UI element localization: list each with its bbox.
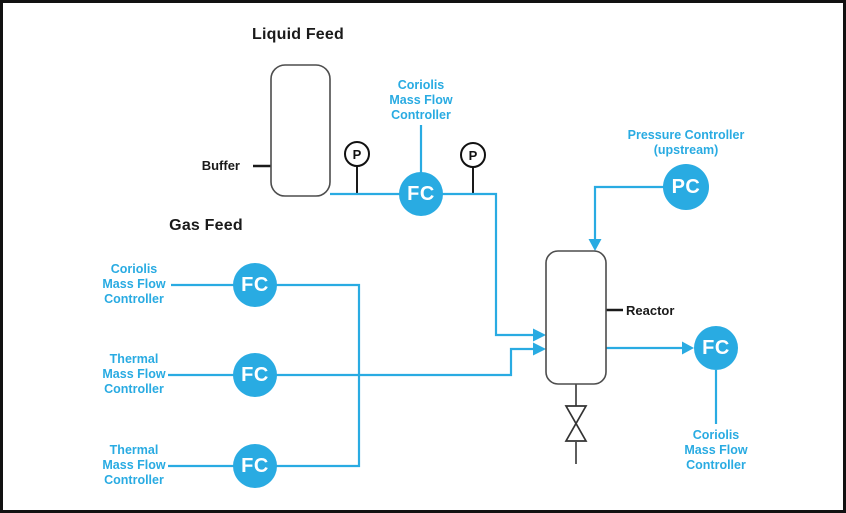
gas-fc1-caption: Coriolis Mass Flow Controller	[102, 262, 166, 306]
pressure-indicator-1: P	[344, 141, 370, 167]
outlet-fc-bubble: FC	[694, 326, 738, 370]
gas-feed-title: Gas Feed	[169, 217, 243, 234]
gas-fc3-caption: Thermal Mass Flow Controller	[102, 443, 166, 487]
gas-feed-arrow-icon	[533, 342, 546, 356]
outlet-fc-caption: Coriolis Mass Flow Controller	[684, 428, 748, 472]
liquid-fc-bubble: FC	[399, 172, 443, 216]
reactor-outlet-arrow-icon	[682, 341, 694, 355]
gas-fc2-caption: Thermal Mass Flow Controller	[102, 352, 166, 396]
gas-fc3-bubble: FC	[233, 444, 277, 488]
piping-layer	[168, 64, 718, 468]
reactor-vessel	[545, 250, 607, 385]
pressure-controller-arrow-icon	[588, 239, 602, 251]
buffer-vessel	[270, 64, 331, 197]
gas-feed-pipe	[276, 347, 534, 377]
pressure-controller-caption: Pressure Controller (upstream)	[627, 128, 745, 157]
liquid-fc-caption: Coriolis Mass Flow Controller	[389, 78, 453, 122]
pressure-controller-pipe	[593, 185, 664, 240]
pressure-controller-bubble: PC	[663, 164, 709, 210]
pressure-indicator-2: P	[460, 142, 486, 168]
gas-fc2-bubble: FC	[233, 353, 277, 397]
buffer-label: Buffer	[201, 158, 240, 173]
liquid-feed-pipe	[330, 192, 534, 337]
valve-icon	[564, 405, 588, 442]
liquid-feed-arrow-icon	[533, 328, 546, 342]
gas-fc1-bubble: FC	[233, 263, 277, 307]
reactor-label: Reactor	[626, 303, 675, 318]
liquid-feed-title: Liquid Feed	[252, 26, 344, 43]
